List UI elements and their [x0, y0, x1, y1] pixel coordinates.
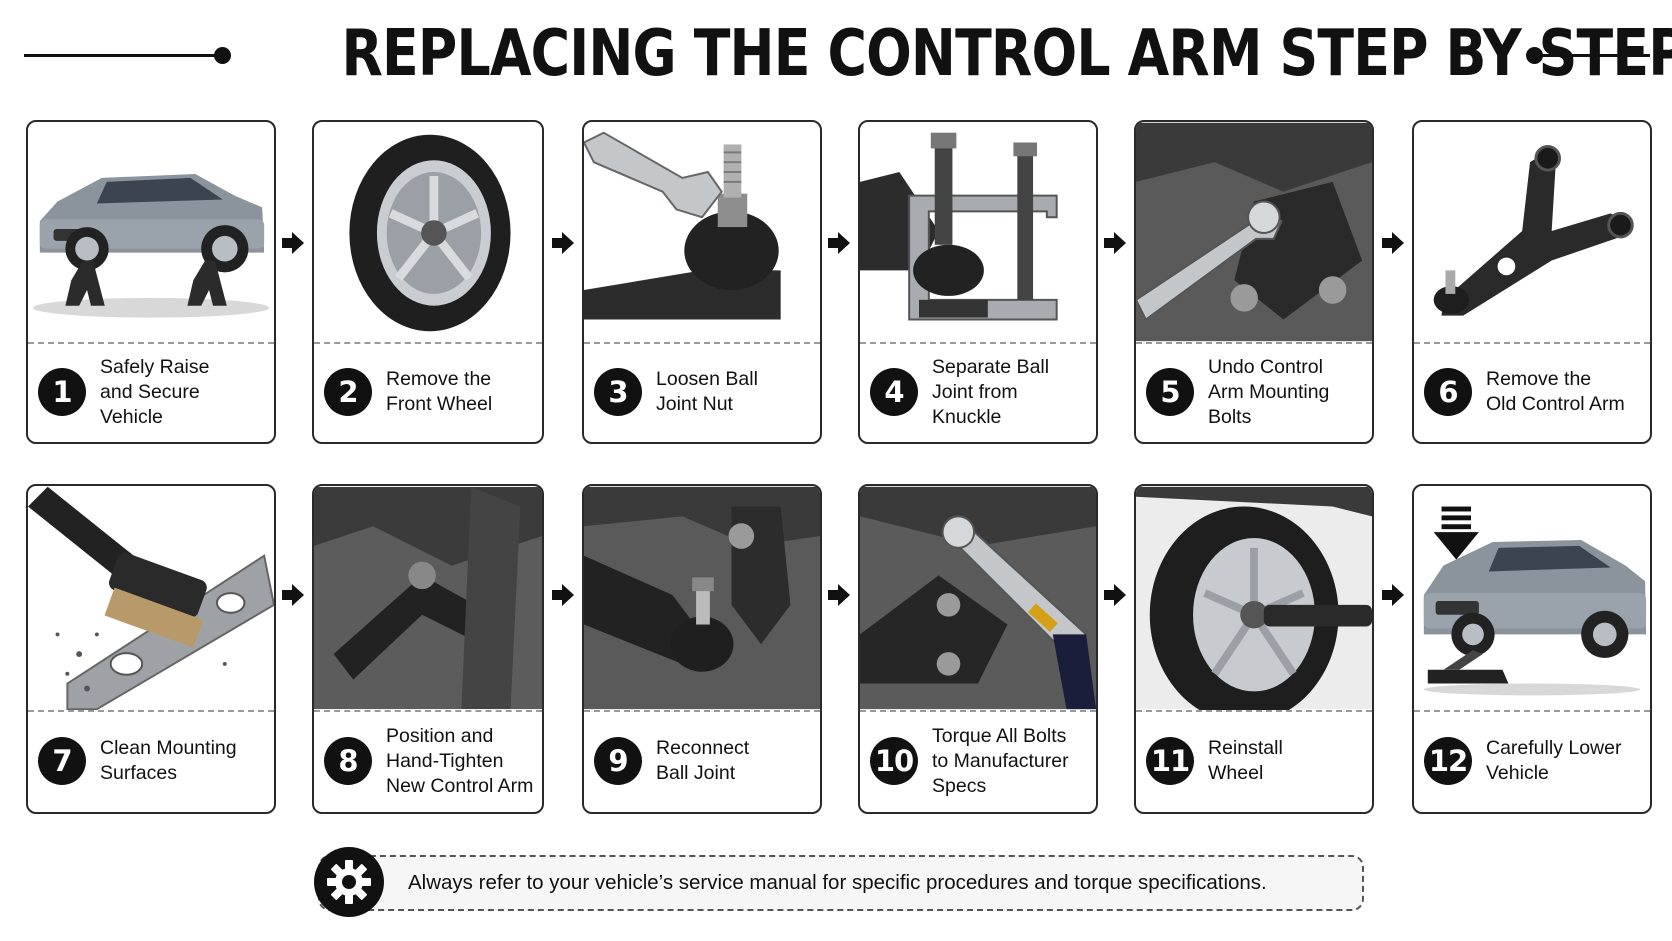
step-label: Reinstall Wheel — [1208, 737, 1283, 784]
step-card-6: 6 Remove the Old Control Arm — [1412, 120, 1652, 444]
step-number-badge: 11 — [1146, 737, 1194, 785]
step-number-badge: 9 — [594, 737, 642, 785]
step-label: Position and Hand-Tighten New Control Ar… — [386, 724, 534, 797]
step-footer-6: 6 Remove the Old Control Arm — [1414, 342, 1650, 442]
step-footer-1: 1 Safely Raise and Secure Vehicle — [28, 342, 274, 442]
step-footer-3: 3 Loosen Ball Joint Nut — [584, 342, 820, 442]
step-image-9 — [584, 486, 820, 712]
ball-joint-separator-icon — [860, 132, 1058, 321]
step-card-11: 11 Reinstall Wheel — [1134, 484, 1374, 814]
step-footer-12: 12 Carefully Lower Vehicle — [1414, 710, 1650, 812]
step-image-12 — [1414, 486, 1650, 712]
step-footer-2: 2 Remove the Front Wheel — [314, 342, 542, 442]
arrow-right-icon — [1382, 232, 1404, 254]
step-label: Remove the Front Wheel — [386, 368, 493, 415]
step-footer-9: 9 Reconnect Ball Joint — [584, 710, 820, 812]
wrench-ball-joint-icon — [584, 131, 781, 320]
step-number-badge: 12 — [1424, 737, 1472, 785]
arrow-right-icon — [828, 584, 850, 606]
step-label: Carefully Lower Vehicle — [1486, 737, 1622, 784]
step-card-10: 10 Torque All Bolts to Manufacturer Spec… — [858, 484, 1098, 814]
step-number-badge: 2 — [324, 368, 372, 416]
arrow-right-icon — [282, 232, 304, 254]
step-footer-8: 8 Position and Hand-Tighten New Control … — [314, 710, 542, 812]
step-image-10 — [860, 486, 1096, 712]
car-on-jack-stands-icon — [32, 173, 270, 318]
step-number-badge: 5 — [1146, 368, 1194, 416]
step-image-1 — [28, 122, 274, 344]
step-card-12: 12 Carefully Lower Vehicle — [1412, 484, 1652, 814]
step-card-3: 3 Loosen Ball Joint Nut — [582, 120, 822, 444]
step-label: Separate Ball Joint from Knuckle — [932, 355, 1050, 428]
step-number-badge: 1 — [38, 368, 86, 416]
arrow-right-icon — [1104, 232, 1126, 254]
step-image-3 — [584, 122, 820, 344]
step-image-2 — [314, 122, 542, 344]
car-on-floor-jack-icon — [1423, 506, 1647, 696]
step-label: Clean Mounting Surfaces — [100, 737, 237, 784]
title-rule-dot-left — [214, 47, 231, 64]
arrow-right-icon — [552, 584, 574, 606]
step-image-6 — [1414, 122, 1650, 344]
step-label: Remove the Old Control Arm — [1486, 368, 1625, 415]
arrow-right-icon — [282, 584, 304, 606]
step-image-4 — [860, 122, 1096, 344]
down-arrow-icon — [1433, 506, 1479, 560]
step-label: Reconnect Ball Joint — [656, 737, 750, 784]
service-manual-note: Always refer to your vehicle’s service m… — [318, 855, 1364, 911]
step-label: Undo Control Arm Mounting Bolts — [1208, 355, 1330, 428]
gear-icon — [314, 847, 384, 917]
step-image-5 — [1136, 122, 1372, 344]
torque-wrench-icon — [860, 486, 1096, 710]
step-footer-7: 7 Clean Mounting Surfaces — [28, 710, 274, 812]
arrow-right-icon — [1382, 584, 1404, 606]
step-image-11 — [1136, 486, 1372, 712]
step-card-9: 9 Reconnect Ball Joint — [582, 484, 822, 814]
arrow-right-icon — [1104, 584, 1126, 606]
title-rule-right — [1540, 54, 1650, 57]
control-arm-icon — [1433, 144, 1634, 316]
step-number-badge: 8 — [324, 737, 372, 785]
step-number-badge: 10 — [870, 737, 918, 785]
step-label: Safely Raise and Secure Vehicle — [100, 355, 210, 428]
step-footer-10: 10 Torque All Bolts to Manufacturer Spec… — [860, 710, 1096, 812]
title-row: REPLACING THE CONTROL ARM STEP BY STEP — [0, 14, 1672, 94]
page-title: REPLACING THE CONTROL ARM STEP BY STEP — [341, 17, 1672, 91]
note-text: Always refer to your vehicle’s service m… — [408, 871, 1267, 894]
step-footer-11: 11 Reinstall Wheel — [1136, 710, 1372, 812]
wrench-bolt-icon — [1136, 122, 1372, 342]
title-rule-dot-right — [1526, 47, 1543, 64]
step-image-7 — [28, 486, 274, 712]
wheel-icon — [349, 134, 511, 332]
wire-brush-icon — [28, 486, 274, 710]
step-footer-4: 4 Separate Ball Joint from Knuckle — [860, 342, 1096, 442]
step-card-1: 1 Safely Raise and Secure Vehicle — [26, 120, 276, 444]
step-footer-5: 5 Undo Control Arm Mounting Bolts — [1136, 342, 1372, 442]
arrow-right-icon — [828, 232, 850, 254]
step-label: Loosen Ball Joint Nut — [656, 368, 758, 415]
step-number-badge: 4 — [870, 368, 918, 416]
arrow-right-icon — [552, 232, 574, 254]
step-card-5: 5 Undo Control Arm Mounting Bolts — [1134, 120, 1374, 444]
step-card-2: 2 Remove the Front Wheel — [312, 120, 544, 444]
step-number-badge: 7 — [38, 737, 86, 785]
impact-wrench-wheel-icon — [1136, 486, 1372, 710]
title-rule-left — [24, 54, 220, 57]
step-label: Torque All Bolts to Manufacturer Specs — [932, 724, 1069, 797]
step-number-badge: 3 — [594, 368, 642, 416]
new-control-arm-icon — [314, 486, 542, 710]
ball-joint-icon — [584, 486, 820, 710]
step-card-8: 8 Position and Hand-Tighten New Control … — [312, 484, 544, 814]
step-card-7: 7 Clean Mounting Surfaces — [26, 484, 276, 814]
step-number-badge: 6 — [1424, 368, 1472, 416]
step-card-4: 4 Separate Ball Joint from Knuckle — [858, 120, 1098, 444]
step-image-8 — [314, 486, 542, 712]
